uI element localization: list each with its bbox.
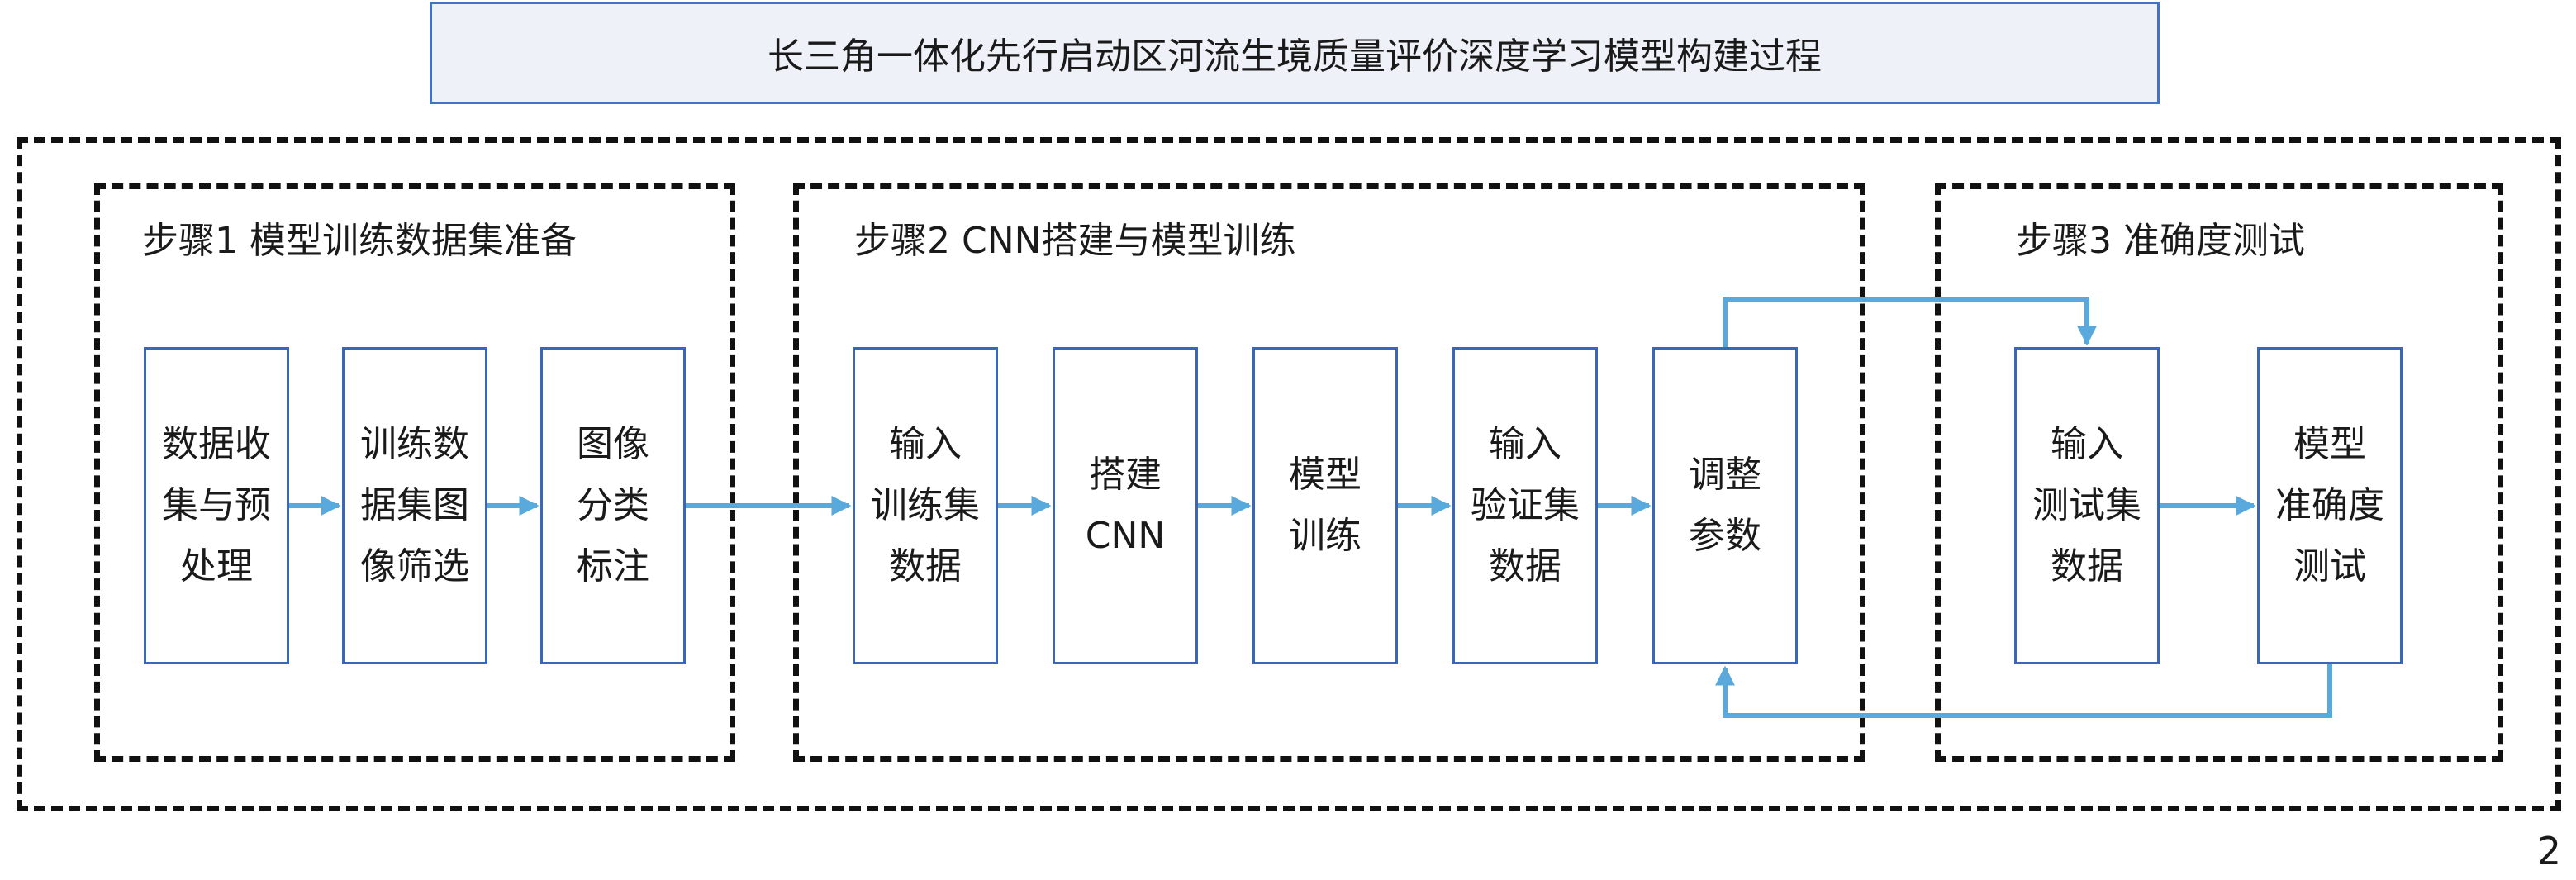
node-text-line: 验证集	[1471, 484, 1580, 526]
node-text-line: 模型	[2293, 423, 2366, 465]
outer-dashed-frame	[17, 137, 2561, 811]
node-text-line: 输入	[2051, 423, 2123, 465]
node-data-collection: 数据收 集与预 处理	[144, 347, 289, 664]
node-input-training-set: 输入 训练集 数据	[853, 347, 998, 664]
node-text-line: 搭建	[1089, 454, 1162, 496]
node-text-line: 数据	[1489, 545, 1561, 587]
node-input-test-set: 输入 测试集 数据	[2014, 347, 2160, 664]
loop-arrow-to-test-input	[1723, 297, 2097, 347]
node-text-line: 像筛选	[360, 545, 469, 587]
node-text-line: 数据	[2051, 545, 2123, 587]
node-text-line: 模型	[1289, 454, 1362, 496]
step2-label: 步骤2 CNN搭建与模型训练	[854, 220, 1296, 262]
node-text-line: 参数	[1689, 515, 1761, 557]
diagram-title: 长三角一体化先行启动区河流生境质量评价深度学习模型构建过程	[430, 2, 2160, 104]
node-text-line: 标注	[577, 545, 649, 587]
step3-group	[1935, 183, 2503, 762]
node-text-line: 分类	[577, 484, 649, 526]
page-number: 2	[2536, 829, 2561, 873]
node-text-line: 测试集	[2032, 484, 2141, 526]
node-accuracy-test: 模型 准确度 测试	[2257, 347, 2403, 664]
node-input-validation-set: 输入 验证集 数据	[1452, 347, 1598, 664]
node-build-cnn: 搭建 CNN	[1053, 347, 1198, 664]
step1-group	[94, 183, 735, 762]
node-text-line: CNN	[1085, 515, 1166, 557]
node-text-line: 数据	[889, 545, 962, 587]
node-text-line: 集与预	[162, 484, 271, 526]
node-text-line: 处理	[180, 545, 253, 587]
node-text-line: 测试	[2293, 545, 2366, 587]
node-text-line: 调整	[1689, 454, 1761, 496]
node-image-screening: 训练数 据集图 像筛选	[342, 347, 487, 664]
node-text-line: 训练数	[360, 423, 469, 465]
step2-group	[793, 183, 1865, 762]
node-text-line: 输入	[889, 423, 962, 465]
node-adjust-parameters: 调整 参数	[1652, 347, 1798, 664]
node-text-line: 图像	[577, 423, 649, 465]
loop-arrow-back-to-adjust	[1715, 664, 2332, 718]
node-text-line: 数据收	[162, 423, 271, 465]
node-image-labeling: 图像 分类 标注	[540, 347, 686, 664]
node-text-line: 训练集	[871, 484, 980, 526]
step1-label: 步骤1 模型训练数据集准备	[142, 220, 577, 262]
node-model-training: 模型 训练	[1252, 347, 1398, 664]
node-text-line: 训练	[1289, 515, 1362, 557]
node-text-line: 据集图	[360, 484, 469, 526]
node-text-line: 准确度	[2275, 484, 2384, 526]
node-text-line: 输入	[1489, 423, 1561, 465]
step3-label: 步骤3 准确度测试	[2016, 220, 2305, 262]
